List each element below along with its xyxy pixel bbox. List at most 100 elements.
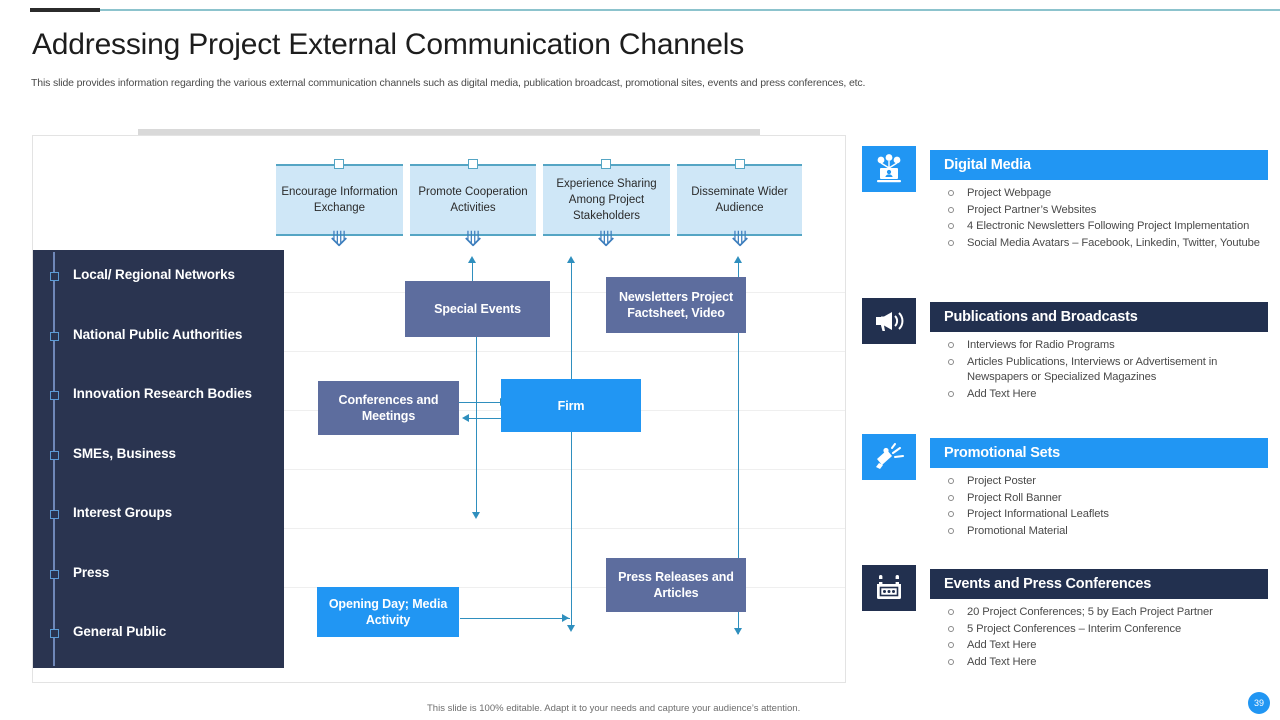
list-item: Add Text Here bbox=[944, 387, 1280, 403]
page-number-badge: 39 bbox=[1248, 692, 1270, 714]
bullet-icon bbox=[948, 511, 954, 517]
stakeholder-label: Local/ Regional Networks bbox=[73, 267, 235, 282]
objective-knob-0 bbox=[334, 159, 344, 169]
stakeholder-node-icon bbox=[50, 391, 59, 400]
bullet-icon bbox=[948, 390, 954, 397]
list-item: Add Text Here bbox=[944, 638, 1280, 654]
connector-line bbox=[459, 402, 507, 404]
page-subtitle: This slide provides information regardin… bbox=[31, 77, 866, 89]
stakeholder-item-0[interactable]: Local/ Regional Networks bbox=[33, 267, 284, 291]
arrow-up-icon bbox=[567, 256, 575, 263]
stakeholder-item-6[interactable]: General Public bbox=[33, 624, 284, 648]
list-item: Social Media Avatars – Facebook, Linkedi… bbox=[944, 236, 1280, 252]
arrow-up-icon bbox=[468, 256, 476, 263]
bullet-icon bbox=[948, 609, 954, 615]
grid-rule bbox=[33, 351, 845, 352]
connector-line bbox=[467, 418, 515, 420]
objective-label: Disseminate Wider Audience bbox=[691, 186, 788, 214]
channel-title-bar: Promotional Sets bbox=[930, 438, 1268, 468]
arrow-down-icon bbox=[567, 625, 575, 632]
stakeholder-label: SMEs, Business bbox=[73, 446, 176, 461]
list-item-text: Project Partner’s Websites bbox=[967, 203, 1097, 216]
footer-note: This slide is 100% editable. Adapt it to… bbox=[427, 703, 801, 714]
list-item-text: Add Text Here bbox=[967, 639, 1037, 651]
list-item-text: Project Poster bbox=[967, 475, 1036, 487]
icon-shadow bbox=[916, 569, 930, 615]
bullet-icon bbox=[948, 527, 954, 534]
connector-line bbox=[571, 262, 573, 430]
diagram-frame-topbar bbox=[138, 129, 760, 135]
bullet-icon bbox=[948, 625, 954, 632]
stakeholder-panel bbox=[33, 250, 284, 668]
list-item: Project Poster bbox=[944, 474, 1280, 490]
objective-card-3[interactable]: Disseminate Wider Audience bbox=[677, 164, 802, 236]
objective-label: Encourage Information Exchange bbox=[281, 186, 398, 214]
stakeholder-item-5[interactable]: Press bbox=[33, 565, 284, 589]
stakeholder-node-icon bbox=[50, 570, 59, 579]
arrow-down-icon bbox=[734, 628, 742, 635]
node-opening-day-media-activity[interactable]: Opening Day; Media Activity bbox=[317, 587, 459, 637]
list-item-text: Social Media Avatars – Facebook, Linkedi… bbox=[967, 236, 1260, 249]
node-newsletters[interactable]: Newsletters Project Factsheet, Video bbox=[606, 277, 746, 333]
node-special-events[interactable]: Special Events bbox=[405, 281, 550, 337]
objective-label: Promote Cooperation Activities bbox=[418, 186, 528, 214]
channel-items: 20 Project Conferences; 5 by Each Projec… bbox=[944, 605, 1280, 671]
channel-title: Digital Media bbox=[944, 157, 1031, 173]
stakeholder-label: Innovation Research Bodies bbox=[73, 386, 252, 401]
header-accent-dark bbox=[30, 8, 100, 12]
node-conferences-and-meetings[interactable]: Conferences and Meetings bbox=[318, 381, 459, 435]
bullet-icon bbox=[948, 658, 954, 665]
list-item: Interviews for Radio Programs bbox=[944, 338, 1280, 354]
icon-shadow bbox=[916, 438, 930, 484]
bullet-icon bbox=[948, 190, 954, 196]
channel-title: Promotional Sets bbox=[944, 445, 1061, 461]
objective-card-1[interactable]: Promote Cooperation Activities bbox=[410, 164, 536, 236]
arrow-right-icon bbox=[562, 614, 569, 622]
stakeholder-node-icon bbox=[50, 510, 59, 519]
channel-title-bar: Publications and Broadcasts bbox=[930, 302, 1268, 332]
list-item: Project Informational Leaflets bbox=[944, 507, 1280, 523]
megaphone-broadcast-icon bbox=[862, 298, 916, 344]
list-item: Add Text Here bbox=[944, 655, 1280, 671]
objective-label: Experience Sharing Among Project Stakeho… bbox=[556, 178, 657, 222]
objective-knob-1 bbox=[468, 159, 478, 169]
arrow-up-icon bbox=[734, 256, 742, 263]
bullet-icon bbox=[948, 239, 954, 246]
stakeholder-item-1[interactable]: National Public Authorities bbox=[33, 327, 284, 351]
grid-rule bbox=[33, 469, 845, 470]
connector-line bbox=[476, 335, 478, 517]
list-item: Project Webpage bbox=[944, 186, 1280, 202]
header-accent-row bbox=[0, 8, 1280, 12]
bullet-icon bbox=[948, 206, 954, 213]
objective-card-0[interactable]: Encourage Information Exchange bbox=[276, 164, 403, 236]
channel-title: Events and Press Conferences bbox=[944, 576, 1152, 592]
chevron-down-icon: ⟱ bbox=[330, 228, 348, 251]
channel-title-bar: Events and Press Conferences bbox=[930, 569, 1268, 599]
node-press-releases-and-articles[interactable]: Press Releases and Articles bbox=[606, 558, 746, 612]
channel-items: Interviews for Radio Programs Articles P… bbox=[944, 338, 1280, 403]
chevron-down-icon: ⟱ bbox=[597, 228, 615, 251]
objective-knob-2 bbox=[601, 159, 611, 169]
stakeholder-item-2[interactable]: Innovation Research Bodies bbox=[33, 386, 284, 410]
stakeholder-item-3[interactable]: SMEs, Business bbox=[33, 446, 284, 470]
list-item: 4 Electronic Newsletters Following Proje… bbox=[944, 219, 1280, 235]
chevron-down-icon: ⟱ bbox=[731, 228, 749, 251]
node-label: Newsletters Project Factsheet, Video bbox=[618, 290, 734, 320]
stakeholder-label: Interest Groups bbox=[73, 505, 173, 520]
objective-card-2[interactable]: Experience Sharing Among Project Stakeho… bbox=[543, 164, 670, 236]
bullet-icon bbox=[948, 358, 954, 365]
connector-line bbox=[460, 618, 570, 620]
arrow-left-icon bbox=[462, 414, 469, 422]
stakeholder-label: General Public bbox=[73, 624, 167, 639]
node-firm[interactable]: Firm bbox=[501, 379, 641, 432]
stakeholder-item-4[interactable]: Interest Groups bbox=[33, 505, 284, 529]
grid-rule bbox=[33, 528, 845, 529]
node-label: Press Releases and Articles bbox=[618, 570, 734, 600]
chevron-down-icon: ⟱ bbox=[464, 228, 482, 251]
list-item: Project Partner’s Websites bbox=[944, 203, 1280, 219]
node-label: Opening Day; Media Activity bbox=[328, 597, 448, 627]
node-label: Special Events bbox=[434, 302, 521, 316]
list-item: Project Roll Banner bbox=[944, 491, 1280, 507]
page-title: Addressing Project External Communicatio… bbox=[32, 28, 745, 61]
